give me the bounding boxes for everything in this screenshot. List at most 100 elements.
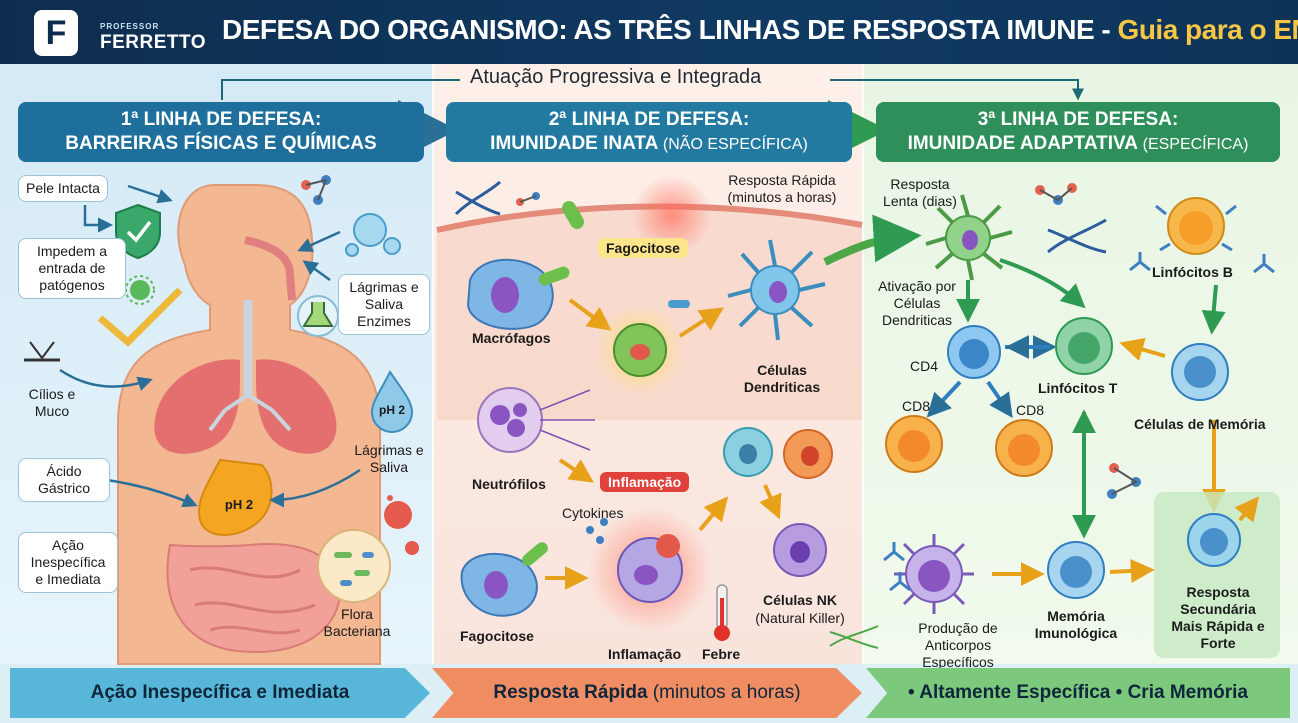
arrow-cilios (59, 368, 153, 391)
dna-icon (454, 180, 501, 216)
label-resposta-rapida: Resposta Rápida (minutos a horas) (727, 172, 837, 205)
label-cd4: CD4 (910, 358, 939, 374)
label-fagocitose: Fagocitose (460, 628, 534, 644)
arrow-pele (127, 184, 173, 204)
dna-icon (829, 625, 879, 649)
cytokine-dots (586, 518, 608, 544)
banner-line-2: 2ª LINHA DE DEFESA: IMUNIDADE INATA (NÃO… (446, 102, 852, 162)
tag-fagocitose: Fagocitose (598, 238, 688, 258)
label-acido-gastrico: Ácido Gástrico (18, 458, 110, 502)
label-cytokines: Cytokines (562, 505, 624, 521)
arrow-phago (678, 307, 725, 338)
cd4-cell (947, 325, 1001, 379)
arrow-inflam (698, 496, 729, 532)
arrow-lagrimas2 (269, 468, 361, 508)
bacteria-icon (562, 201, 584, 229)
label-acao-inespecifica: Ação Inespecífica e Imediata (18, 532, 118, 593)
label-neutrofilos: Neutrófilos (472, 476, 546, 492)
tag-inflamacao: Inflamação (600, 472, 690, 492)
label-nk-note: (Natural Killer) (755, 610, 845, 626)
skin-line (436, 203, 863, 233)
footer-2-text: Resposta Rápida (493, 682, 648, 703)
molecule-icon (516, 192, 540, 206)
label-lagrimas-enzimes: Lágrimas e Saliva Enzimes (338, 274, 430, 335)
flask-icon (297, 295, 339, 337)
label-lagrimas-saliva: Lágrimas e Saliva (354, 442, 424, 475)
macrophage-cell (466, 258, 554, 330)
arrow-saliva (297, 230, 341, 252)
molecule-icon (1035, 183, 1077, 205)
arrow-lagrimas (302, 260, 331, 282)
title-highlight: Guia para o ENEM (1117, 14, 1298, 45)
arrow-macro (568, 298, 612, 331)
immune-cell-teal (723, 427, 773, 477)
label-memoria-imunologica: Memória Imunológica (1034, 608, 1118, 641)
progress-arrow-right (830, 79, 1084, 101)
banner-2-title: 2ª LINHA DE DEFESA: (548, 109, 750, 130)
logo-big-text: FERRETTO (100, 32, 207, 53)
flora-icon (317, 529, 391, 603)
t-lymphocyte-cell (1055, 317, 1113, 375)
antibody-icon (1129, 252, 1275, 274)
label-ph-stomach: pH 2 (224, 497, 254, 512)
b-lymphocyte-cell (1155, 197, 1237, 255)
dendritic-cell (727, 239, 826, 341)
title-main: DEFESA DO ORGANISMO: AS TRÊS LINHAS DE R… (222, 14, 1118, 45)
label-nk: Células NK (763, 592, 837, 608)
banner-2-subtitle: IMUNIDADE INATA (490, 133, 658, 154)
label-cd8b: CD8 (1016, 402, 1045, 418)
label-linfocitos-b: Linfócitos B (1152, 264, 1233, 280)
arrow-to-adaptive (823, 214, 922, 266)
progress-arrow-left (221, 79, 460, 100)
secondary-cell (1187, 513, 1241, 567)
bacteria-icon (668, 300, 690, 308)
label-producao: Produção de Anticorpos Específicos (918, 620, 998, 670)
label-flora: Flora Bacteriana (323, 606, 391, 639)
arrow-to-linfot (999, 258, 1086, 309)
label-cilios: Cílios e Muco (28, 386, 76, 419)
label-ativacao: Ativação por Células Dendriticas (878, 278, 956, 328)
footer-3-text: • Altamente Específica • Cria Memória (908, 682, 1248, 703)
banner-3-note: (ESPECÍFICA) (1142, 136, 1249, 153)
banner-line-3: 3ª LINHA DE DEFESA: IMUNIDADE ADAPTATIVA… (876, 102, 1280, 162)
label-cd8a: CD8 (902, 398, 931, 414)
cd8-cell-a (885, 415, 943, 473)
immune-cell-orange (783, 429, 833, 479)
arrow-impedem (83, 205, 113, 233)
label-resposta-lenta: Resposta Lenta (dias) (883, 176, 957, 209)
banner-1-subtitle: BARREIRAS FÍSICAS E QUÍMICAS (65, 133, 377, 154)
secondary-box (1154, 492, 1280, 658)
drops-icon (345, 213, 401, 257)
ph-drop-icon (370, 370, 414, 434)
pathogen-icon (384, 495, 419, 555)
progress-label: Atuação Progressiva e Integrada (470, 66, 762, 88)
banner-1-title: 1ª LINHA DE DEFESA: (120, 109, 322, 130)
divider (432, 64, 434, 664)
label-celulas-memoria: Células de Memória (1134, 416, 1266, 432)
arrow-cd8a (926, 380, 962, 418)
inflamed-cell (617, 534, 683, 603)
arrow-to-memory (1201, 284, 1226, 335)
bacteria-icon (538, 266, 570, 286)
banner-line-1: 1ª LINHA DE DEFESA: BARREIRAS FÍSICAS E … (18, 102, 424, 162)
nk-cell (773, 523, 827, 577)
footer-col2: Resposta Rápida (minutos a horas) (432, 668, 862, 718)
label-febre: Febre (702, 646, 741, 662)
arrow-neutro (558, 458, 594, 483)
dna-icon (1047, 218, 1107, 254)
arrow-mem-secondary (1109, 558, 1155, 583)
dendritic-cell-adaptive (925, 194, 1013, 281)
arrow-cd8b (986, 380, 1013, 418)
label-ph-drop: pH 2 (378, 403, 405, 417)
logo-letter: F (34, 10, 78, 56)
arrow-mem-t (1119, 337, 1166, 361)
label-linfocitos-t: Linfócitos T (1038, 380, 1118, 396)
label-impedem: Impedem a entrada de patógenos (18, 238, 126, 299)
thermometer-icon (714, 584, 730, 641)
memory-cell (1171, 343, 1229, 401)
footer-1-text: Ação Inespecífica e Imediata (90, 682, 350, 703)
label-celulas-dendriticas: Células Dendriticas (743, 362, 821, 395)
logo: F PROFESSOR FERRETTO (8, 6, 208, 58)
banner-2-note: (NÃO ESPECÍFICA) (662, 136, 808, 153)
